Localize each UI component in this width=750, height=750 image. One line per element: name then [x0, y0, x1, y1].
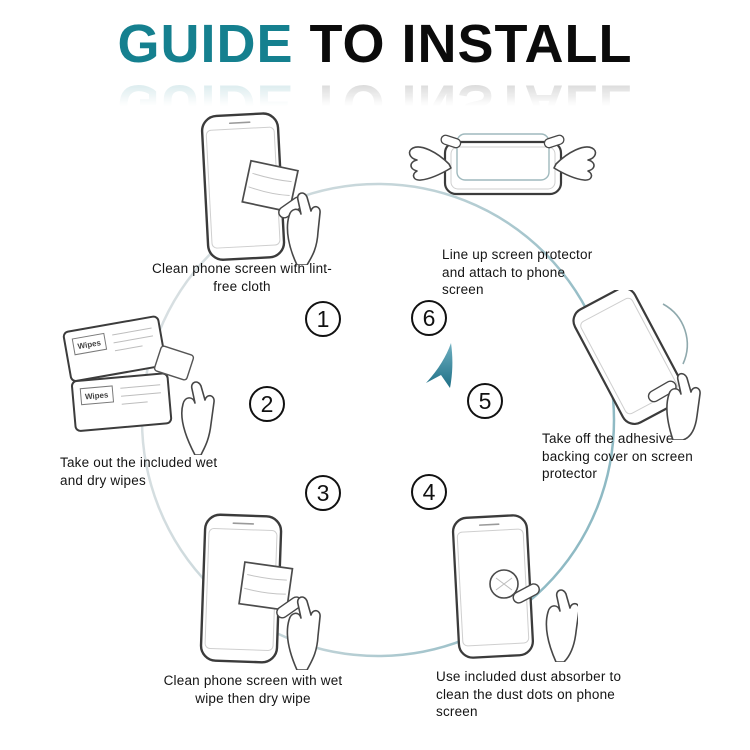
wipe-icon: [238, 561, 294, 612]
step-badge-4: 4: [411, 474, 447, 510]
illustration-clean-lint-cloth: [185, 110, 325, 265]
title-rest: TO INSTALL: [309, 14, 633, 74]
svg-text:Wipes: Wipes: [85, 390, 110, 401]
right-hand-icon: [553, 146, 597, 181]
title-highlight: GUIDE: [117, 14, 294, 74]
phone-icon: [443, 140, 563, 196]
step-caption-6: Line up screen protector and attach to p…: [442, 247, 593, 298]
sachet: [153, 345, 195, 381]
thumb: [512, 583, 540, 604]
svg-text:Wipes: Wipes: [77, 338, 102, 351]
hand-icon: [180, 381, 215, 455]
step-caption-2: Take out the included wet and dry wipes: [60, 455, 218, 488]
hand-icon: [286, 192, 321, 265]
phone-wipe-hand-icon: [199, 513, 321, 670]
peeling-film-icon: [662, 303, 688, 365]
step-caption-5: Take off the adhesive backing cover on s…: [542, 431, 693, 482]
dust-absorber-texture: [495, 577, 513, 591]
illustration-wipes-packets: Wipes Wipes: [55, 300, 215, 455]
phone-dust-absorber-hand-icon: [451, 514, 578, 662]
direction-arrow-icon: [426, 343, 453, 388]
step-badge-3: 3: [305, 475, 341, 511]
phone-peel-hand-icon: [572, 290, 701, 440]
step-badge-6: 6: [411, 300, 447, 336]
wipe-packet-top: Wipes: [62, 315, 167, 382]
step-caption-3: Clean phone screen with wet wipe then dr…: [163, 673, 343, 706]
illustration-clean-wet-dry: [185, 512, 325, 670]
hand-icon: [666, 372, 701, 440]
phone-two-hands-icon: [408, 133, 597, 196]
hand-icon: [286, 596, 321, 670]
left-hand-icon: [408, 146, 452, 181]
cloth-icon: [241, 159, 299, 213]
wipe-packet-bottom: Wipes: [70, 372, 173, 432]
step-badge-2: 2: [249, 386, 285, 422]
illustration-peel-backing: [545, 290, 710, 440]
step-badge-1: 1: [305, 301, 341, 337]
phone-cloth-hand-icon: [200, 112, 321, 265]
right-finger: [543, 134, 565, 149]
thumb: [647, 380, 677, 403]
wipes-hand-icon: Wipes Wipes: [62, 315, 215, 455]
illustration-line-up-protector: [405, 112, 600, 220]
hand-icon: [545, 589, 578, 662]
screen-protector-icon: [456, 133, 550, 181]
step-badge-5: 5: [467, 383, 503, 419]
step-caption-1: Clean phone screen with lint-free cloth: [152, 261, 332, 294]
step-caption-4: Use included dust absorber to clean the …: [436, 669, 622, 720]
left-finger: [440, 134, 462, 149]
illustration-dust-absorber: [438, 512, 578, 662]
